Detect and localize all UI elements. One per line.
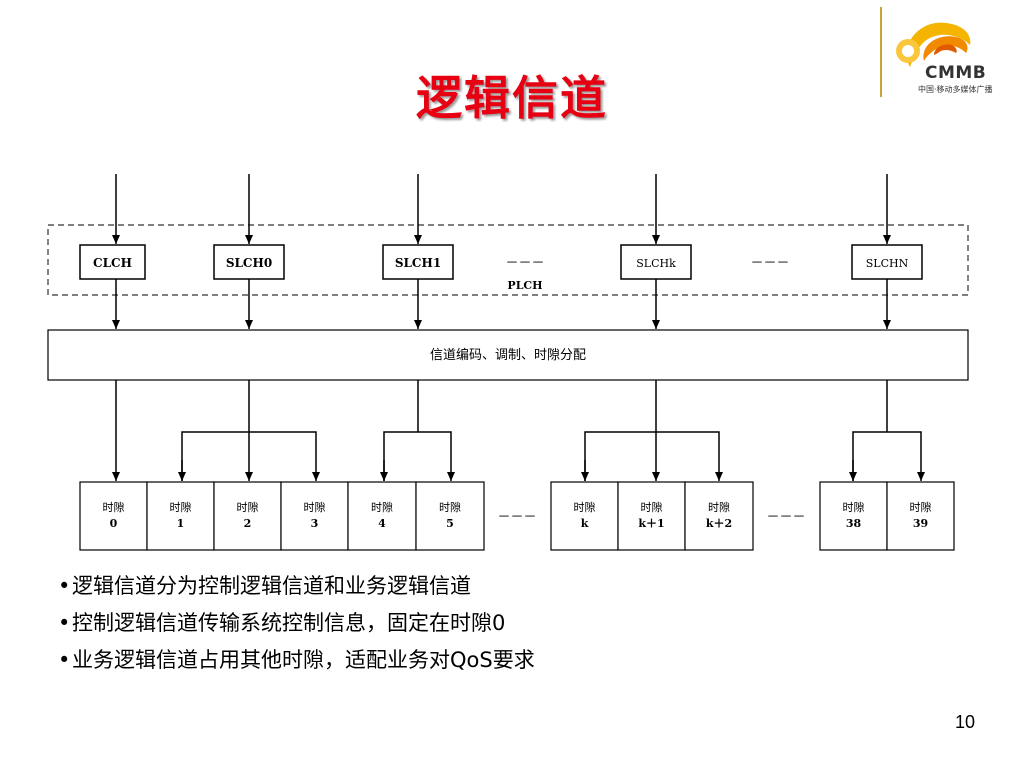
channel-box-slch0: SLCH0 [213,244,285,280]
channel-label: SLCHk [636,257,676,270]
slot-box: 时隙 1 [146,481,215,551]
slot-group-0-5: 时隙 0 时隙 1 时隙 2 时隙 3 时隙 4 时隙 5 [79,481,485,551]
channel-label: SLCHN [866,257,909,270]
slot-group-38-39: 时隙 38 时隙 39 [819,481,955,551]
bullet-dot: • [58,611,71,635]
svg-text:时隙: 时隙 [237,500,259,514]
slot-box: 时隙 3 [280,481,349,551]
page-title: 逻辑信道 [416,71,608,125]
logo-swirl-icon [896,22,971,67]
slot-box: 时隙 4 [347,481,417,551]
bullet-item: •业务逻辑信道占用其他时隙，适配业务对QoS要求 [58,648,535,672]
coding-modulation-box: 信道编码、调制、时隙分配 [47,329,969,381]
logo-divider [880,7,882,97]
svg-text:时隙: 时隙 [641,500,663,514]
svg-text:1: 1 [177,517,185,530]
channel-to-coding-arrows [112,279,891,329]
channel-box-slch1: SLCH1 [382,244,454,280]
svg-text:时隙: 时隙 [439,500,461,514]
bullet-item: •逻辑信道分为控制逻辑信道和业务逻辑信道 [58,574,471,598]
svg-text:k: k [581,517,589,530]
svg-text:时隙: 时隙 [910,500,932,514]
svg-text:0: 0 [110,517,118,530]
bullet-dot: • [58,648,71,672]
svg-text:时隙: 时隙 [708,500,730,514]
bullet-item: •控制逻辑信道传输系统控制信息，固定在时隙0 [58,611,506,635]
svg-text:39: 39 [913,517,928,530]
cmmb-logo: CMMB 中国·移动多媒体广播 [880,5,1020,97]
channel-label: CLCH [93,256,132,270]
bullet-list: •逻辑信道分为控制逻辑信道和业务逻辑信道 •控制逻辑信道传输系统控制信息，固定在… [58,573,535,684]
slot-box: 时隙 5 [415,481,485,551]
channel-label: SLCH0 [226,256,272,270]
slot-box: 时隙 39 [886,481,955,551]
plch-label: PLCH [507,279,542,292]
slot-box: 时隙 2 [213,481,282,551]
svg-text:4: 4 [378,517,386,530]
svg-text:时隙: 时隙 [371,500,393,514]
bullet-dot: • [58,574,71,598]
slot-group-k: 时隙 k 时隙 k＋1 时隙 k＋2 [550,481,754,551]
logo-subtitle: 中国·移动多媒体广播 [918,85,993,94]
slot-box: 时隙 k [550,481,619,551]
plch-dashed-box [47,224,969,296]
slot-box: 时隙 0 [79,481,148,551]
slot-distribution-arrows [112,380,925,481]
slot-box: 时隙 k＋2 [684,481,754,551]
channel-label: SLCH1 [395,256,441,270]
ellipsis: －－－ [497,510,536,525]
svg-text:3: 3 [311,517,319,530]
channel-box-slchn: SLCHN [851,244,923,280]
svg-text:38: 38 [846,517,862,530]
channel-box-slchk: SLCHk [620,244,692,280]
channel-box-clch: CLCH [79,244,146,280]
svg-text:时隙: 时隙 [304,500,326,514]
coding-label: 信道编码、调制、时隙分配 [430,348,586,363]
slot-box: 时隙 k＋1 [617,481,686,551]
svg-text:时隙: 时隙 [170,500,192,514]
svg-text:k＋1: k＋1 [638,517,664,530]
svg-text:5: 5 [446,517,454,530]
page-number: 10 [955,712,976,732]
ellipsis: －－－ [750,256,789,271]
svg-text:时隙: 时隙 [843,500,865,514]
svg-text:时隙: 时隙 [103,500,125,514]
ellipsis: －－－ [505,256,544,271]
logo-text: CMMB [925,63,987,83]
svg-text:时隙: 时隙 [574,500,596,514]
svg-text:2: 2 [244,517,252,530]
slot-box: 时隙 38 [819,481,888,551]
ellipsis: －－－ [766,510,805,525]
svg-text:k＋2: k＋2 [706,517,732,530]
input-arrows [112,174,891,244]
